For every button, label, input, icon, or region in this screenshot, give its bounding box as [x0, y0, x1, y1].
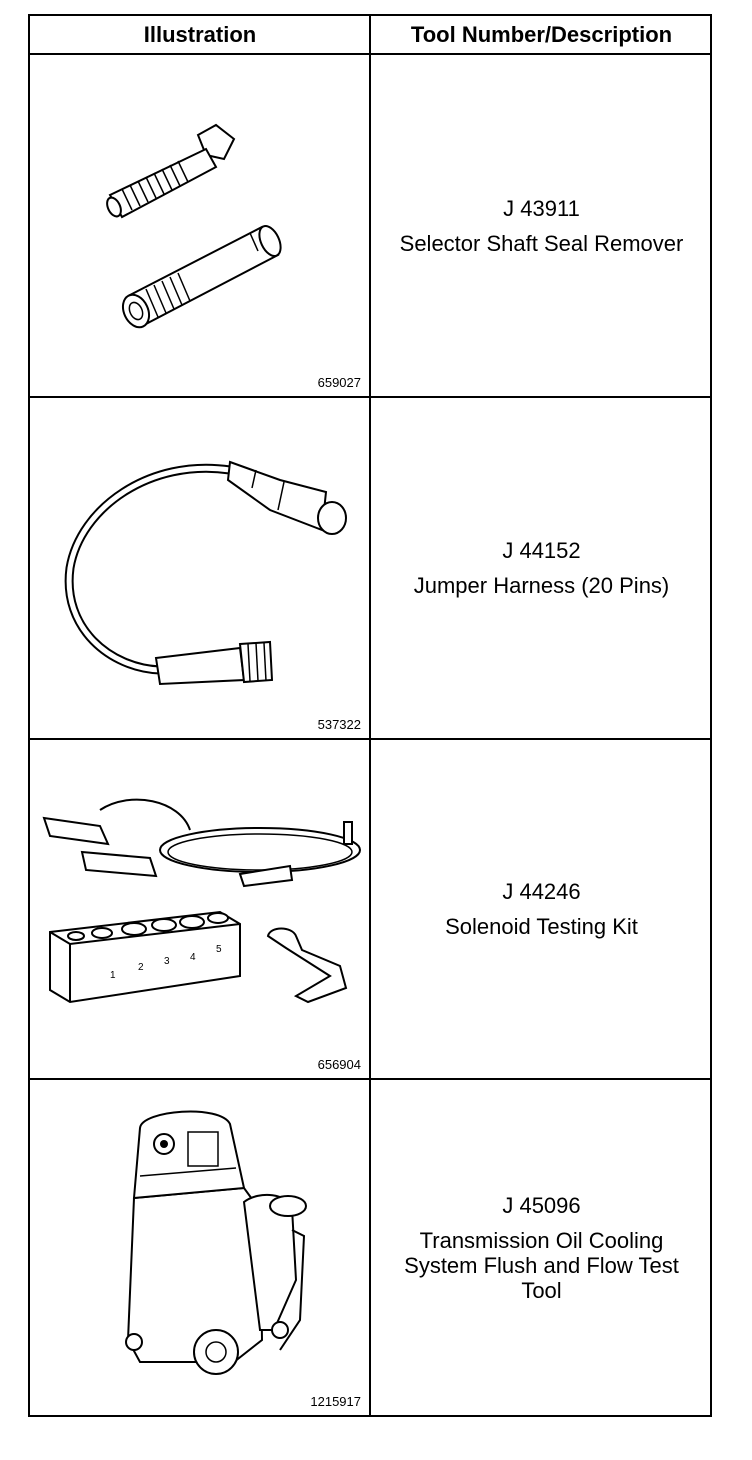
tool-number: J 45096 — [502, 1192, 581, 1218]
tool-description-cell: J 43911 Selector Shaft Seal Remover — [371, 55, 712, 396]
tool-description: Jumper Harness (20 Pins) — [413, 573, 670, 598]
illustration-cell: 1215917 — [30, 1080, 369, 1415]
figure-number: 656904 — [317, 1057, 361, 1072]
illustration-cell: 537322 — [30, 398, 369, 738]
tool-description-cell: J 44246 Solenoid Testing Kit — [371, 740, 712, 1078]
jumper-harness-cable-icon — [64, 460, 347, 686]
illustration-header: Illustration — [143, 22, 257, 47]
tool-description: Selector Shaft Seal Remover — [399, 230, 684, 256]
tool-description: Transmission Oil Cooling System Flush an… — [404, 1227, 679, 1303]
table-row: 1 2 3 4 5 656904 J 44246 Solenoid Testing K… — [30, 740, 710, 1080]
tool-number: J 43911 — [503, 195, 580, 221]
tool-number: J 44246 — [502, 879, 581, 904]
tool-header: Tool Number/Description — [410, 22, 673, 47]
column-divider — [369, 16, 371, 1415]
table-header: Illustration Tool Number/Description — [30, 16, 710, 55]
tool-description: Solenoid Testing Kit — [445, 914, 638, 939]
illustration-cell: 659027 — [30, 55, 369, 396]
svg-text:5: 5 — [216, 944, 222, 955]
figure-number: 659027 — [317, 375, 361, 390]
flush-cart-machine-icon — [125, 1110, 307, 1375]
figure-number: 1215917 — [310, 1394, 361, 1409]
table-row: 659027 J 43911 Selector Shaft Seal Remov… — [30, 55, 710, 398]
illustration-cell: 1 2 3 4 5 656904 — [30, 740, 369, 1078]
bolt-and-remover-sleeve-icon — [106, 123, 282, 329]
figure-number: 537322 — [317, 717, 361, 732]
table-row: 537322 J 44152 Jumper Harness (20 Pins) — [30, 398, 710, 740]
svg-text:1: 1 — [110, 970, 116, 981]
svg-text:3: 3 — [164, 956, 170, 967]
tool-table: Illustration Tool Number/Description — [28, 14, 712, 1417]
tool-description-cell: J 44152 Jumper Harness (20 Pins) — [371, 398, 712, 738]
svg-text:2: 2 — [138, 962, 144, 973]
tool-number: J 44152 — [502, 538, 581, 563]
solenoid-test-kit-icon: 1 2 3 4 5 — [42, 798, 361, 1004]
table-row: 1215917 J 45096 Transmission Oil Cooling… — [30, 1080, 710, 1415]
svg-text:4: 4 — [190, 952, 196, 963]
tool-description-cell: J 45096 Transmission Oil Cooling System … — [371, 1080, 712, 1415]
